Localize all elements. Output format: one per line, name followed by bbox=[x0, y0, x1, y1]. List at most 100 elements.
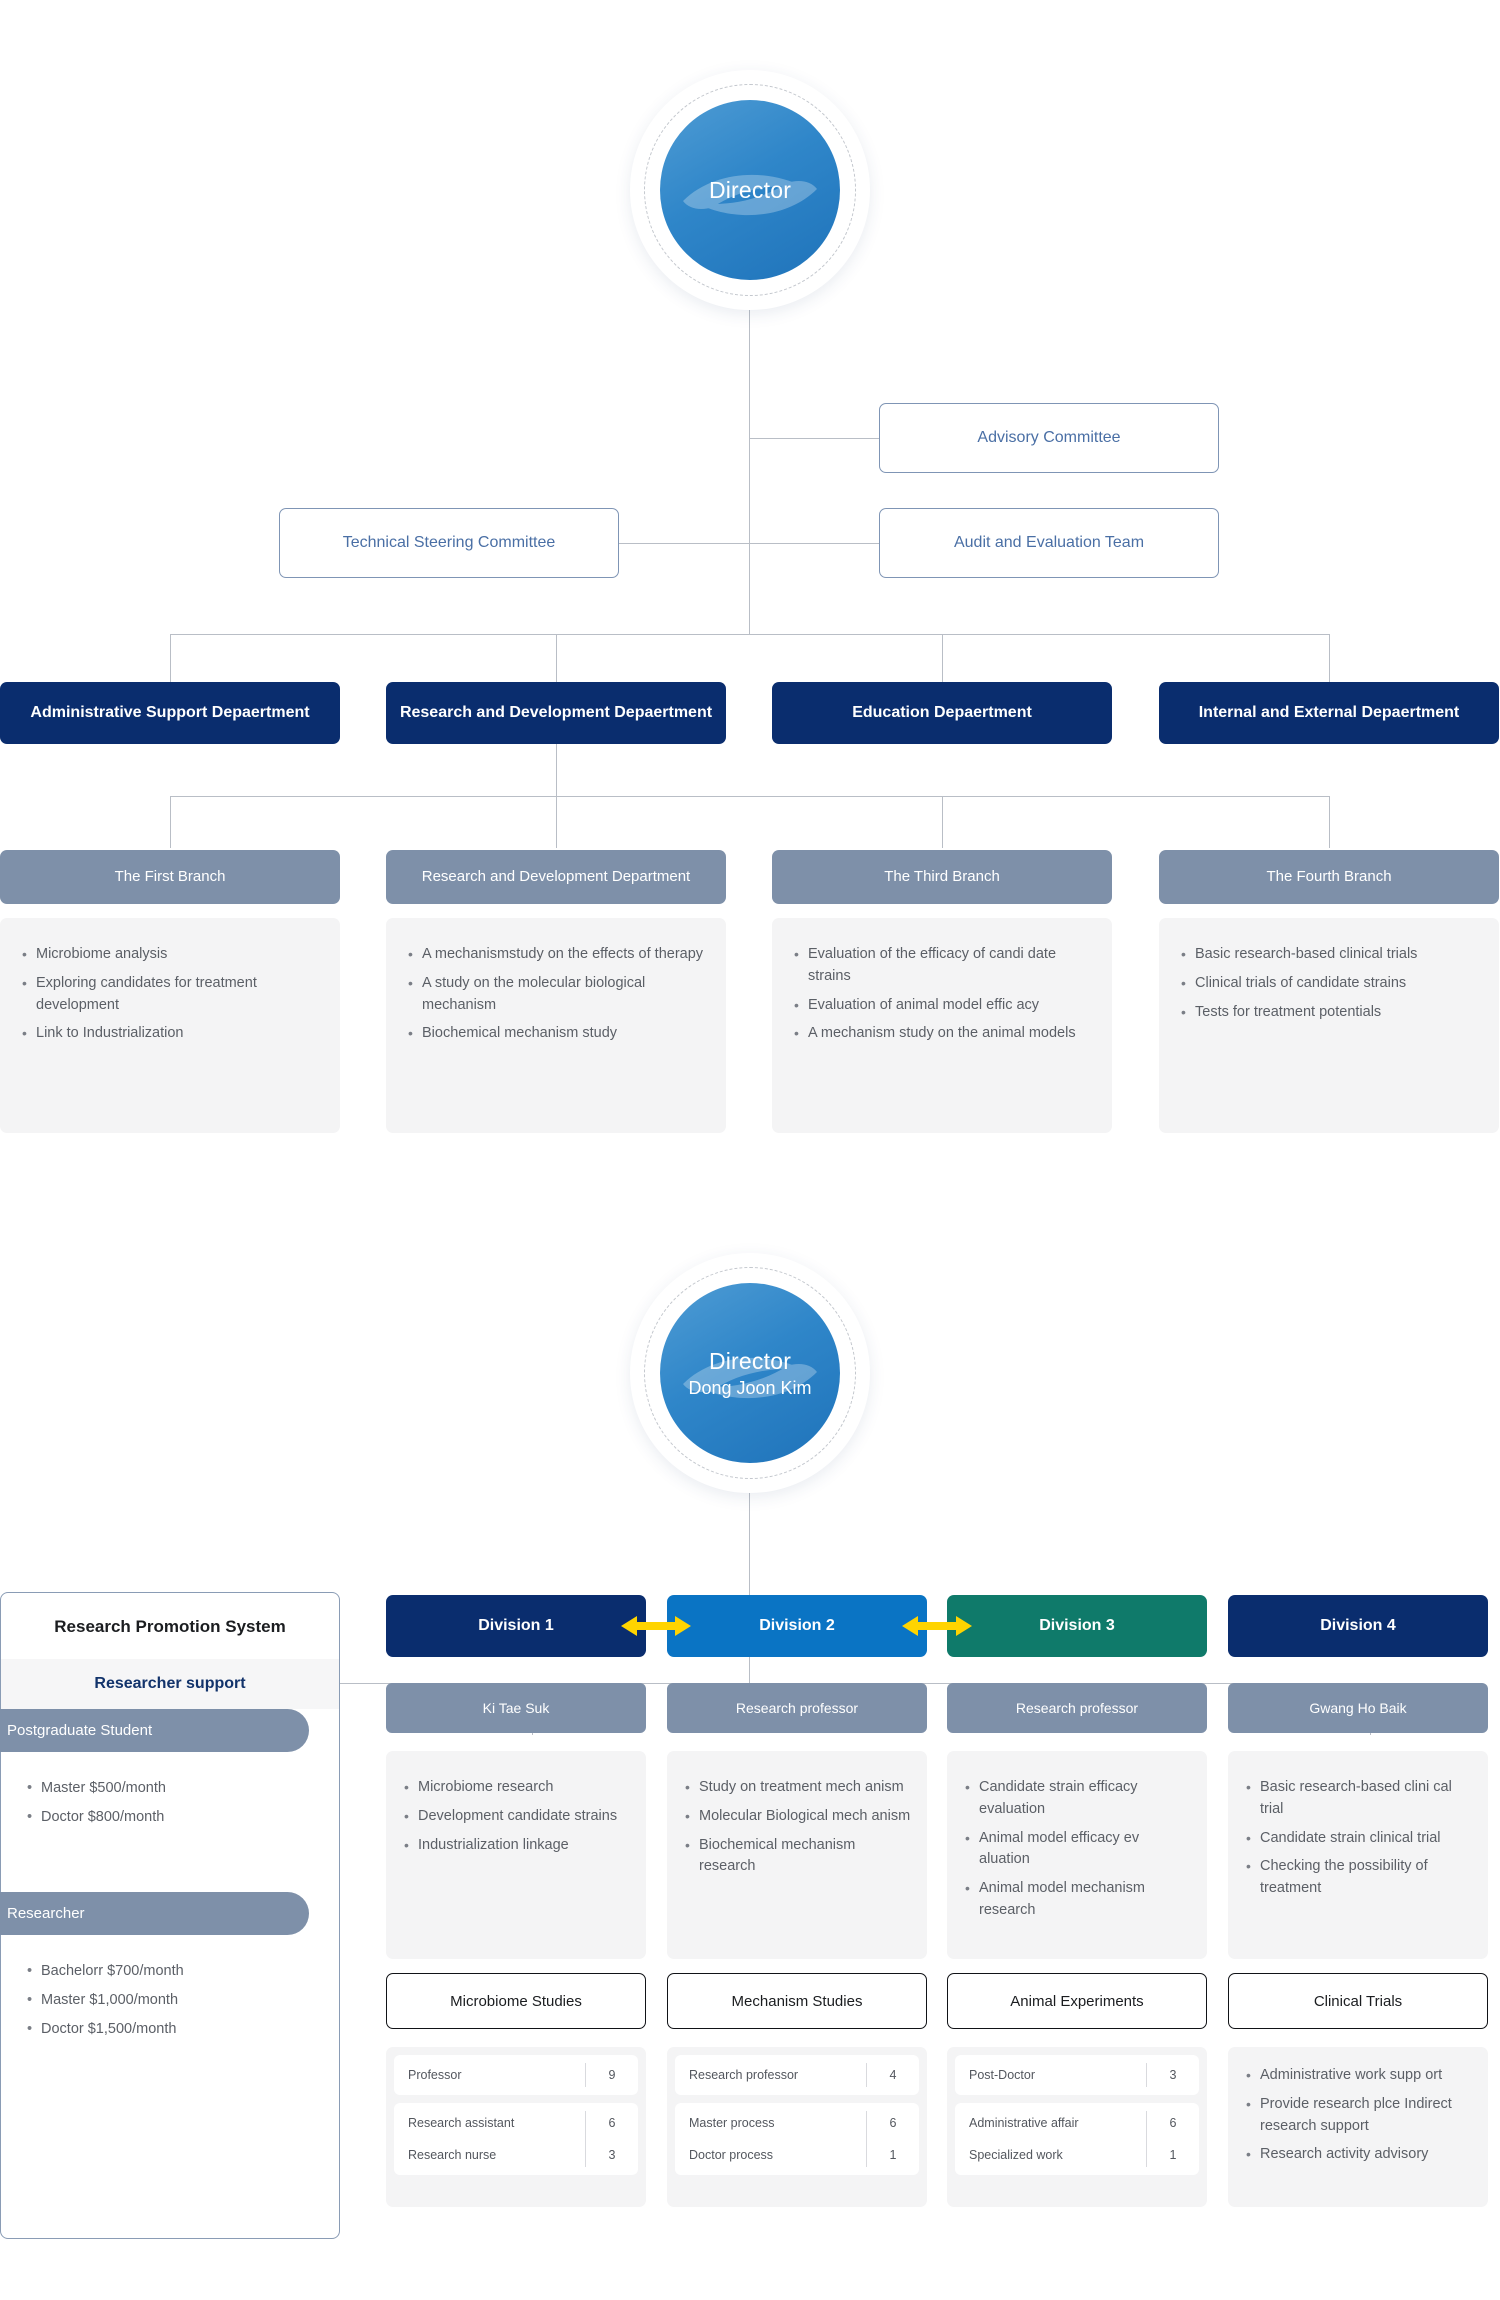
connector-department-bus bbox=[170, 634, 1330, 635]
list-item: Molecular Biological mech anism bbox=[685, 1806, 913, 1828]
division-role-4: Gwang Ho Baik bbox=[1228, 1683, 1488, 1733]
division-role-1: Ki Tae Suk bbox=[386, 1683, 646, 1733]
division-card-1: Microbiome research Development candidat… bbox=[386, 1751, 646, 1959]
connector-advisory bbox=[749, 438, 879, 439]
promo-subtitle: Researcher support bbox=[1, 1659, 339, 1709]
director-title: Director bbox=[708, 176, 792, 203]
director-dashed-ring bbox=[644, 84, 856, 296]
list-item: Study on treatment mech anism bbox=[685, 1777, 913, 1799]
division-bullet-list: Basic research-based clini cal trial Can… bbox=[1246, 1777, 1474, 1900]
director-node-bottom: Director Dong Joon Kim bbox=[630, 1253, 870, 1493]
director-circle: Director Dong Joon Kim bbox=[660, 1283, 840, 1463]
staff-group: Research assistant 6 Research nurse 3 bbox=[394, 2103, 638, 2175]
department-education[interactable]: Education Depaertment bbox=[772, 682, 1112, 744]
list-item: Research activity advisory bbox=[1246, 2144, 1474, 2166]
division-role-2: Research professor bbox=[667, 1683, 927, 1733]
staff-bullet-list: Administrative work supp ort Provide res… bbox=[1246, 2065, 1474, 2166]
branch-head-first[interactable]: The First Branch bbox=[0, 850, 340, 904]
connector-director2-spine bbox=[749, 1493, 750, 1683]
division-header-3[interactable]: Division 3 bbox=[947, 1595, 1207, 1657]
staff-label: Specialized work bbox=[969, 2148, 1063, 2162]
staff-count: 6 bbox=[889, 2116, 897, 2130]
arrow-div1-div2-icon bbox=[621, 1612, 691, 1640]
staff-count: 1 bbox=[1169, 2148, 1177, 2162]
staff-count: 1 bbox=[889, 2148, 897, 2162]
role-label: Research professor bbox=[735, 1700, 859, 1716]
list-item: Bachelorr $700/month bbox=[27, 1961, 329, 1982]
study-box-microbiome[interactable]: Microbiome Studies bbox=[386, 1973, 646, 2029]
division-header-1[interactable]: Division 1 bbox=[386, 1595, 646, 1657]
staff-group: Post-Doctor 3 bbox=[955, 2055, 1199, 2095]
staff-count: 6 bbox=[608, 2116, 616, 2130]
division-bullet-list: Microbiome research Development candidat… bbox=[404, 1777, 632, 1856]
staff-label: Professor bbox=[408, 2068, 462, 2082]
division-card-3: Candidate strain efficacy evaluation Ani… bbox=[947, 1751, 1207, 1959]
table-row: Administrative affair 6 bbox=[955, 2107, 1199, 2139]
staff-group: Master process 6 Doctor process 1 bbox=[675, 2103, 919, 2175]
division-bullet-list: Study on treatment mech anism Molecular … bbox=[685, 1777, 913, 1878]
staff-divider bbox=[866, 2111, 867, 2167]
table-row: Post-Doctor 3 bbox=[955, 2059, 1199, 2091]
list-item: A mechanismstudy on the effects of thera… bbox=[408, 944, 708, 966]
list-item: A study on the molecular biological mech… bbox=[408, 973, 708, 1017]
list-item: Animal model efficacy ev aluation bbox=[965, 1828, 1193, 1872]
connector-drop-dept-1 bbox=[170, 634, 171, 687]
branch-bullet-list: Basic research-based clinical trials Cli… bbox=[1181, 944, 1481, 1023]
committee-advisory[interactable]: Advisory Committee bbox=[879, 403, 1219, 473]
branch-head-label: The First Branch bbox=[114, 867, 226, 885]
committee-label: Advisory Committee bbox=[977, 429, 1121, 446]
leaf-watermark-icon bbox=[683, 1357, 817, 1398]
branch-head-fourth[interactable]: The Fourth Branch bbox=[1159, 850, 1499, 904]
promo-pill-postgraduate[interactable]: Postgraduate Student bbox=[0, 1709, 309, 1752]
list-item: Exploring candidates for treatment devel… bbox=[22, 973, 322, 1017]
staff-group: Professor 9 bbox=[394, 2055, 638, 2095]
staff-count: 3 bbox=[1169, 2068, 1177, 2082]
list-item: Development candidate strains bbox=[404, 1806, 632, 1828]
study-label: Microbiome Studies bbox=[450, 1992, 582, 2010]
staff-label: Master process bbox=[689, 2116, 775, 2130]
list-item: Clinical trials of candidate strains bbox=[1181, 973, 1481, 995]
study-box-animal[interactable]: Animal Experiments bbox=[947, 1973, 1207, 2029]
committee-label: Technical Steering Committee bbox=[342, 534, 556, 551]
department-label: Education Depaertment bbox=[852, 704, 1032, 721]
staff-count: 4 bbox=[889, 2068, 897, 2082]
connector-drop-branch-1 bbox=[170, 796, 171, 848]
division-header-4[interactable]: Division 4 bbox=[1228, 1595, 1488, 1657]
connector-drop-branch-3 bbox=[942, 796, 943, 848]
staff-count: 9 bbox=[608, 2068, 616, 2082]
list-item: Provide research plce Indirect research … bbox=[1246, 2094, 1474, 2138]
department-administrative-support[interactable]: Administrative Support Depaertment bbox=[0, 682, 340, 744]
staff-table-1: Professor 9 Research assistant 6 Researc… bbox=[386, 2047, 646, 2207]
department-label: Administrative Support Depaertment bbox=[30, 704, 310, 721]
table-row: Master process 6 bbox=[675, 2107, 919, 2139]
staff-count: 3 bbox=[608, 2148, 616, 2162]
table-row: Doctor process 1 bbox=[675, 2139, 919, 2171]
arrow-div2-div3-icon bbox=[902, 1612, 972, 1640]
department-label: Internal and External Depaertment bbox=[1198, 704, 1460, 721]
role-label: Gwang Ho Baik bbox=[1309, 1700, 1407, 1716]
department-internal-external[interactable]: Internal and External Depaertment bbox=[1159, 682, 1499, 744]
list-item: Microbiome analysis bbox=[22, 944, 322, 966]
role-label: Research professor bbox=[1015, 1700, 1139, 1716]
promo-pill-label: Researcher bbox=[7, 1905, 85, 1923]
promo-pill-researcher[interactable]: Researcher bbox=[0, 1892, 309, 1936]
committee-audit-evaluation[interactable]: Audit and Evaluation Team bbox=[879, 508, 1219, 578]
list-item: Checking the possibility of treatment bbox=[1246, 1856, 1474, 1900]
list-item: Biochemical mechanism research bbox=[685, 1835, 913, 1879]
research-promotion-panel: Research Promotion System Researcher sup… bbox=[0, 1592, 340, 2239]
staff-bullets-4: Administrative work supp ort Provide res… bbox=[1228, 2047, 1488, 2207]
study-box-clinical[interactable]: Clinical Trials bbox=[1228, 1973, 1488, 2029]
division-header-2[interactable]: Division 2 bbox=[667, 1595, 927, 1657]
list-item: Animal model mechanism research bbox=[965, 1878, 1193, 1922]
list-item: Master $500/month bbox=[27, 1778, 329, 1799]
study-box-mechanism[interactable]: Mechanism Studies bbox=[667, 1973, 927, 2029]
committee-technical-steering[interactable]: Technical Steering Committee bbox=[279, 508, 619, 578]
staff-count: 6 bbox=[1169, 2116, 1177, 2130]
branch-head-third[interactable]: The Third Branch bbox=[772, 850, 1112, 904]
department-research-development[interactable]: Research and Development Depaertment bbox=[386, 682, 726, 744]
branch-head-rnd[interactable]: Research and Development Department bbox=[386, 850, 726, 904]
study-label: Animal Experiments bbox=[1010, 1992, 1144, 2010]
division-bullet-list: Candidate strain efficacy evaluation Ani… bbox=[965, 1777, 1193, 1922]
promo-title: Research Promotion System bbox=[54, 1617, 286, 1636]
